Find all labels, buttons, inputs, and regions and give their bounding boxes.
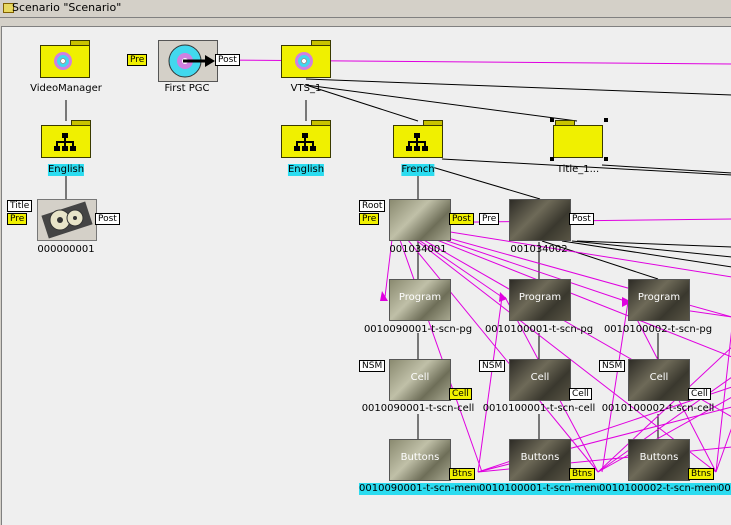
- cell-thumb-label: Cell: [649, 372, 669, 383]
- cell-tag[interactable]: Cell: [688, 388, 711, 400]
- disc-play-icon: [168, 44, 215, 78]
- menu-label: 0010100002-t-scn-menu: [599, 483, 723, 495]
- menu-pgc-1-node[interactable]: [389, 199, 451, 241]
- program-node[interactable]: Program: [509, 279, 571, 321]
- first-pgc-pre-tag[interactable]: Pre: [127, 54, 148, 66]
- menu-pgc-2-node[interactable]: [509, 199, 571, 241]
- window-title: Scenario "Scenario": [12, 1, 122, 14]
- tree-folder-icon: [406, 133, 428, 151]
- menu-btns-tag[interactable]: Btns: [688, 468, 715, 480]
- title-1-label: Title_1...: [556, 164, 600, 175]
- menu-btns-tag[interactable]: Btns: [569, 468, 596, 480]
- scenario-icon: [3, 3, 14, 13]
- menu-btns-tag[interactable]: Btns: [449, 468, 476, 480]
- menu-label: 0010100001-t-scn-menu: [479, 483, 603, 495]
- cell-nsm-tag[interactable]: NSM: [359, 360, 386, 372]
- program-label: 0010100002-t-scn-pg: [603, 324, 713, 335]
- cell-tag[interactable]: Cell: [449, 388, 472, 400]
- menu-english-vts-label: English: [287, 164, 325, 176]
- menu-label: 0010090001-t-scn-menu: [359, 483, 483, 495]
- video-manager-label: VideoManager: [30, 83, 102, 94]
- connection-lines: [65, 59, 731, 473]
- vts-node[interactable]: [281, 40, 331, 78]
- title-1-node[interactable]: [553, 120, 603, 158]
- cell-node[interactable]: Cell: [628, 359, 690, 401]
- menu-pgc-1-post-tag[interactable]: Post: [449, 213, 474, 225]
- menu-french-vts-node[interactable]: [393, 120, 443, 158]
- title-pgc-title-tag[interactable]: Title: [7, 200, 33, 212]
- title-pgc-pre-tag[interactable]: Pre: [7, 213, 28, 225]
- menu-french-vts-label: French: [401, 164, 435, 176]
- program-label: 0010100001-t-scn-pg: [484, 324, 594, 335]
- menu-english-vmg-label: English: [47, 164, 85, 176]
- program-thumb-label: Program: [637, 292, 681, 303]
- cell-label: 0010100002-t-scn-cell: [601, 403, 715, 414]
- menu-node[interactable]: Buttons: [509, 439, 571, 481]
- menu-thumb-label: Buttons: [639, 452, 679, 463]
- first-pgc-post-tag[interactable]: Post: [215, 54, 240, 66]
- program-node[interactable]: Program: [628, 279, 690, 321]
- cell-label: 0010100001-t-scn-cell: [482, 403, 596, 414]
- menu-english-vmg-node[interactable]: [41, 120, 91, 158]
- menu-node[interactable]: Buttons: [389, 439, 451, 481]
- first-pgc-label: First PGC: [164, 83, 210, 94]
- menu-pgc-1-pre-tag[interactable]: Pre: [359, 213, 380, 225]
- menu-english-vts-node[interactable]: [281, 120, 331, 158]
- video-manager-node[interactable]: [40, 40, 90, 78]
- program-label: 0010090001-t-scn-pg: [363, 324, 473, 335]
- menu-thumb-label: Buttons: [400, 452, 440, 463]
- cell-node[interactable]: Cell: [389, 359, 451, 401]
- tree-folder-icon: [294, 133, 316, 151]
- title-pgc-post-tag[interactable]: Post: [95, 213, 120, 225]
- program-thumb-label: Program: [518, 292, 562, 303]
- cell-thumb-label: Cell: [410, 372, 430, 383]
- menu-label-partial: 00: [718, 483, 731, 495]
- window-titlebar[interactable]: Scenario "Scenario": [0, 0, 731, 18]
- program-node[interactable]: Program: [389, 279, 451, 321]
- cell-label: 0010090001-t-scn-cell: [361, 403, 475, 414]
- film-reel-icon: [41, 201, 93, 239]
- scenario-canvas[interactable]: VideoManager Pre Post First PGC VTS_1: [1, 26, 731, 525]
- program-thumb-label: Program: [398, 292, 442, 303]
- menu-pgc-2-post-tag[interactable]: Post: [569, 213, 594, 225]
- title-pgc-node[interactable]: [37, 199, 97, 241]
- menu-pgc-2-pre-tag[interactable]: Pre: [479, 213, 500, 225]
- disc-folder-icon: [54, 52, 72, 70]
- tree-folder-icon: [54, 133, 76, 151]
- menu-pgc-1-label: 001034001: [389, 244, 447, 255]
- vts-label: VTS_1: [290, 83, 322, 94]
- cell-nsm-tag[interactable]: NSM: [479, 360, 506, 372]
- title-pgc-label: 000000001: [37, 244, 95, 255]
- cell-thumb-label: Cell: [530, 372, 550, 383]
- first-pgc-node[interactable]: [158, 40, 218, 82]
- cell-tag[interactable]: Cell: [569, 388, 592, 400]
- disc-folder-icon: [295, 52, 313, 70]
- cell-node[interactable]: Cell: [509, 359, 571, 401]
- menu-thumb-label: Buttons: [520, 452, 560, 463]
- menu-node[interactable]: Buttons: [628, 439, 690, 481]
- cell-nsm-tag[interactable]: NSM: [599, 360, 626, 372]
- menu-pgc-2-label: 001034002: [510, 244, 568, 255]
- menu-pgc-1-root-tag[interactable]: Root: [359, 200, 386, 212]
